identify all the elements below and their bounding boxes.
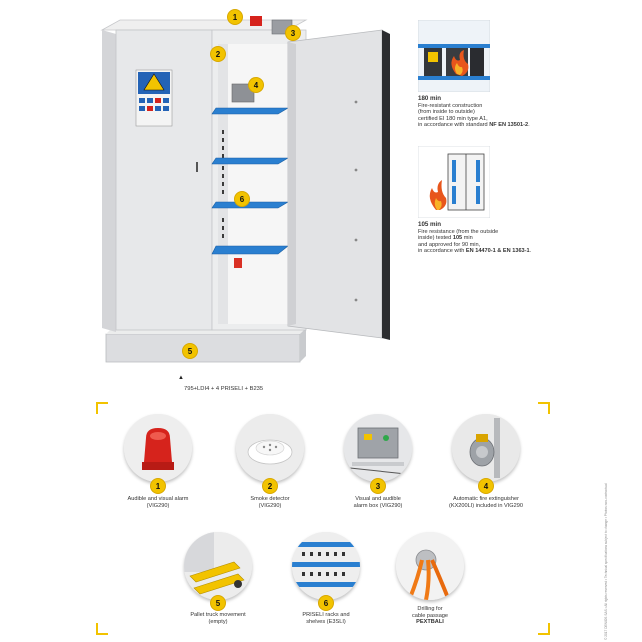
cert-105-line2: inside) tested 105 min <box>418 235 473 242</box>
feature-racks-image <box>292 532 360 600</box>
feature-extinguisher-image <box>452 414 520 482</box>
cert-180-figure <box>417 19 491 93</box>
cert-180-line4: in accordance with standard NF EN 13501-… <box>418 122 530 129</box>
cert-180-line1: Fire-resistant construction <box>418 102 483 109</box>
cert-180-caption: 180 min Fire-resistant construction (fro… <box>418 95 578 129</box>
frame-corner-bottom-right <box>538 623 550 635</box>
frame-corner-top-right <box>538 402 550 414</box>
feature-badge-1: 1 <box>151 479 165 493</box>
reference-arrow-icon: ▲ <box>178 375 184 381</box>
feature-cable-passage-image <box>396 532 464 600</box>
feature-badge-5: 5 <box>211 596 225 610</box>
product-reference: 795+LDI4 + 4 PRISELI + B235 <box>184 386 264 392</box>
feature-smoke-label: Smoke detector (VIG290) <box>216 496 324 509</box>
feature-alarm-box-line1: Visual and audible <box>355 496 401 502</box>
feature-smoke-line1: Smoke detector <box>250 496 290 502</box>
feature-alarm-box-line2: alarm box (VIG290) <box>353 502 403 509</box>
feature-racks-line1: PRISELI racks and <box>302 612 350 618</box>
feature-alarm-label: Audible and visual alarm (VIG290) <box>104 496 212 509</box>
feature-cable-line1: Drilling for <box>417 606 443 612</box>
callout-badge-2: 2 <box>211 47 225 61</box>
cert-180-line2: (from inside to outside) <box>418 109 475 116</box>
feature-smoke-line2: (VIG290) <box>258 502 282 509</box>
cert-105-figure <box>417 145 491 219</box>
cert-180-title: 180 min <box>418 95 442 102</box>
callout-badge-1: 1 <box>228 10 242 24</box>
feature-pallet-line2: (empty) <box>208 618 228 625</box>
feature-cable-line3: PEXTBALI <box>416 619 444 626</box>
side-legal-note: © 2017 DENIOS SAS • All rights reserved … <box>604 483 608 640</box>
feature-extinguisher-line1: Automatic fire extinguisher <box>453 496 519 502</box>
feature-cable-line2: cable passage <box>411 612 449 619</box>
feature-racks-line2: shelves (E3SLI) <box>306 618 346 625</box>
feature-alarm-box-label: Visual and audible alarm box (VIG290) <box>324 496 432 509</box>
feature-smoke-detector-image <box>236 414 304 482</box>
cert-105-title: 105 min <box>418 221 442 228</box>
feature-alarm-image <box>124 414 192 482</box>
feature-pallet-truck-image <box>184 532 252 600</box>
frame-corner-bottom-left <box>96 623 108 635</box>
cert-180-line3: certified EI 180 min type A1, <box>418 115 488 122</box>
callout-badge-4: 4 <box>249 78 263 92</box>
cert-105-line1: Fire resistance (from the outside <box>418 228 499 235</box>
feature-badge-6: 6 <box>319 596 333 610</box>
feature-alarm-line1: Audible and visual alarm <box>127 496 189 502</box>
callout-badge-3: 3 <box>286 26 300 40</box>
feature-badge-4: 4 <box>479 479 493 493</box>
feature-cable-label: Drilling for cable passage PEXTBALI <box>376 606 484 626</box>
feature-badge-2: 2 <box>263 479 277 493</box>
feature-pallet-line1: Pallet truck movement <box>190 612 246 618</box>
feature-pallet-label: Pallet truck movement (empty) <box>164 612 272 625</box>
feature-extinguisher-label: Automatic fire extinguisher (KX200LI) in… <box>424 496 548 509</box>
feature-extinguisher-line2: (KX200LI) included in VIG290 <box>448 502 523 509</box>
feature-racks-label: PRISELI racks and shelves (E3SLI) <box>272 612 380 625</box>
cert-105-caption: 105 min Fire resistance (from the outsid… <box>418 221 578 255</box>
cert-105-line4: in accordance with EN 14470-1 & EN 1363-… <box>418 248 532 255</box>
cert-105-line3: and approved for 90 min, <box>418 241 481 248</box>
frame-corner-top-left <box>96 402 108 414</box>
feature-alarm-line2: (VIG290) <box>146 502 170 509</box>
feature-alarm-box-image <box>344 414 412 482</box>
callout-badge-5: 5 <box>183 344 197 358</box>
callout-badge-6: 6 <box>235 192 249 206</box>
feature-badge-3: 3 <box>371 479 385 493</box>
